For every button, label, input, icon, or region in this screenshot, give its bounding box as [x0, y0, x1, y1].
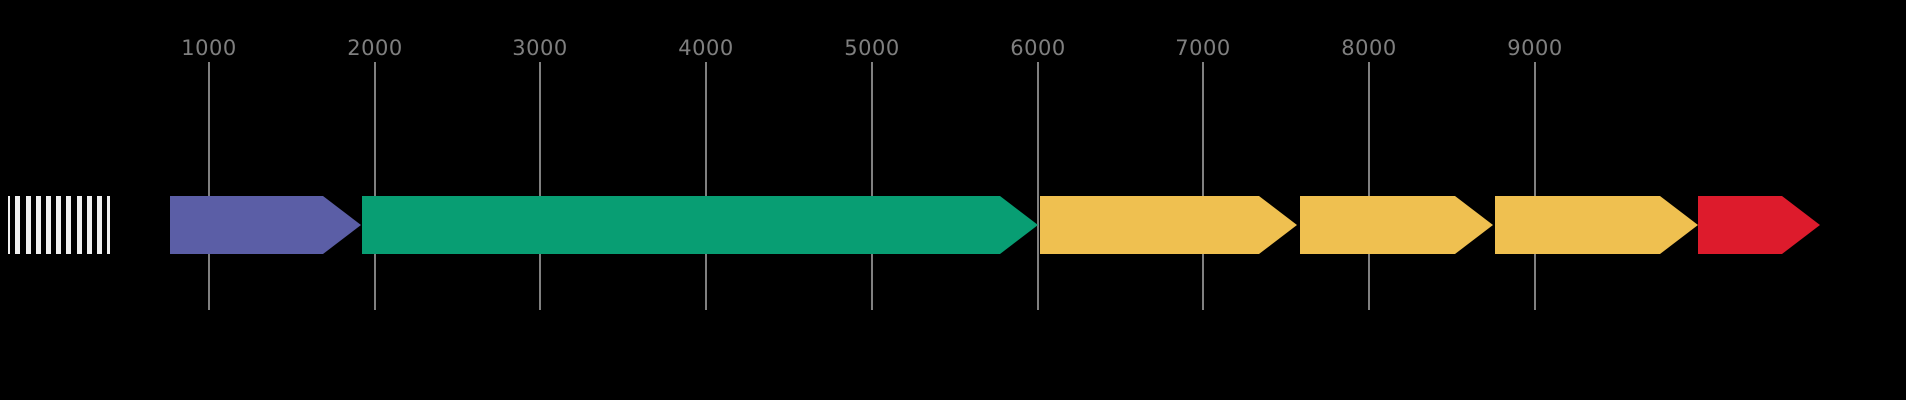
- feature-3-arrow-shape: [1040, 196, 1297, 254]
- hatch-stripe: [81, 196, 87, 254]
- axis-tick-label: 5000: [844, 36, 900, 60]
- feature-2-arrow-shape: [362, 196, 1038, 254]
- axis-tick-line: [705, 62, 707, 310]
- feature-2[interactable]: [362, 196, 1038, 254]
- hatch-stripe: [10, 196, 16, 254]
- hatch-stripe: [91, 196, 97, 254]
- feature-5[interactable]: [1495, 196, 1698, 254]
- feature-1[interactable]: [170, 196, 361, 254]
- feature-6[interactable]: [1698, 196, 1820, 254]
- hatch-stripe: [30, 196, 36, 254]
- axis-tick-line: [1368, 62, 1370, 310]
- feature-4[interactable]: [1300, 196, 1493, 254]
- axis-tick-label: 3000: [512, 36, 568, 60]
- hatch-stripe: [40, 196, 46, 254]
- hatch-stripe: [71, 196, 77, 254]
- axis-tick-line: [1534, 62, 1536, 310]
- axis-tick-line: [374, 62, 376, 310]
- hatch-stripe: [20, 196, 26, 254]
- hatch-stripe: [51, 196, 57, 254]
- feature-3[interactable]: [1040, 196, 1297, 254]
- axis-tick-label: 6000: [1010, 36, 1066, 60]
- axis-tick-line: [871, 62, 873, 310]
- feature-4-arrow-shape: [1300, 196, 1493, 254]
- feature-5-arrow-shape: [1495, 196, 1698, 254]
- axis-tick-label: 8000: [1341, 36, 1397, 60]
- axis-tick-line: [208, 62, 210, 310]
- feature-6-arrow-shape: [1698, 196, 1820, 254]
- axis-tick-label: 1000: [181, 36, 237, 60]
- hatch-stripe: [102, 196, 108, 254]
- axis-tick-label: 9000: [1507, 36, 1563, 60]
- feature-1-arrow-shape: [170, 196, 361, 254]
- axis-tick-label: 4000: [678, 36, 734, 60]
- axis-tick-line: [1202, 62, 1204, 310]
- axis-tick-line: [539, 62, 541, 310]
- hatch-stripes: [8, 196, 110, 254]
- axis-tick-label: 2000: [347, 36, 403, 60]
- hatch-stripe: [61, 196, 67, 254]
- axis-tick-line: [1037, 62, 1039, 310]
- axis-tick-label: 7000: [1175, 36, 1231, 60]
- hatched-ruler-block: [8, 196, 110, 254]
